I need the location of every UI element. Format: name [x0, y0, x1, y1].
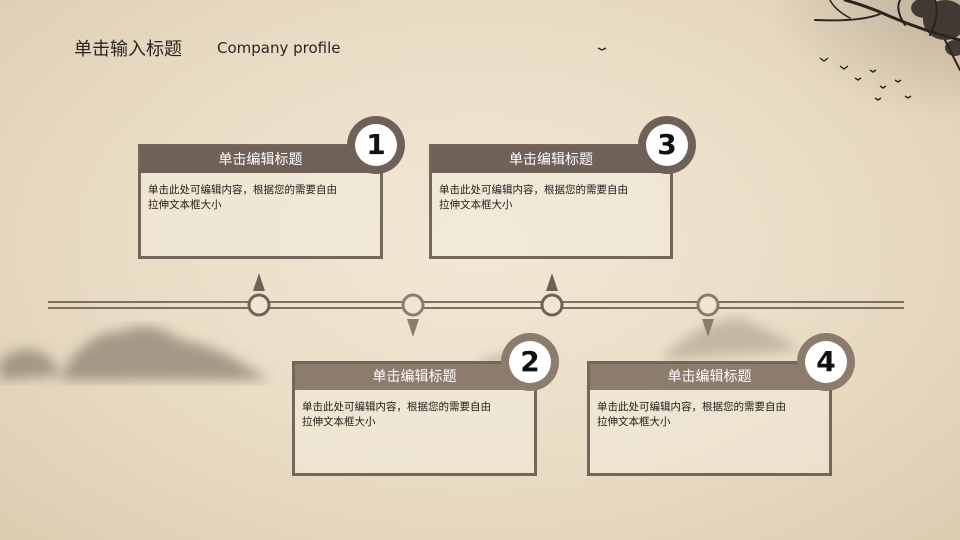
step-card-2[interactable]: 单击编辑标题 单击此处可编辑内容，根据您的需要自由 拉伸文本框大小	[292, 361, 537, 476]
step-card-heading[interactable]: 单击编辑标题	[141, 147, 380, 173]
step-card-text[interactable]: 单击此处可编辑内容，根据您的需要自由 拉伸文本框大小	[432, 173, 670, 213]
step-number-badge-4: 4	[797, 333, 855, 391]
step-number: 3	[646, 124, 688, 166]
step-card-text-line2: 拉伸文本框大小	[302, 416, 376, 428]
step-card-heading[interactable]: 单击编辑标题	[432, 147, 670, 173]
step-card-text[interactable]: 单击此处可编辑内容，根据您的需要自由 拉伸文本框大小	[141, 173, 380, 213]
step-number-badge-1: 1	[347, 116, 405, 174]
step-card-text-line2: 拉伸文本框大小	[148, 199, 222, 211]
timeline-node-4	[696, 293, 720, 337]
foliage-icon	[911, 0, 960, 56]
page-title[interactable]: 单击输入标题	[74, 39, 182, 60]
page-subtitle[interactable]: Company profile	[217, 39, 341, 57]
step-number: 1	[355, 124, 397, 166]
step-card-text-line2: 拉伸文本框大小	[439, 199, 513, 211]
mountain-mist-left	[0, 326, 270, 380]
birds-icon	[597, 47, 912, 101]
step-card-4[interactable]: 单击编辑标题 单击此处可编辑内容，根据您的需要自由 拉伸文本框大小	[587, 361, 832, 476]
corner-wash	[640, 0, 960, 200]
step-card-text-line1: 单击此处可编辑内容，根据您的需要自由	[302, 401, 491, 413]
step-card-heading[interactable]: 单击编辑标题	[590, 364, 829, 390]
step-number: 2	[509, 341, 551, 383]
step-card-text[interactable]: 单击此处可编辑内容，根据您的需要自由 拉伸文本框大小	[295, 390, 534, 430]
step-card-text-line1: 单击此处可编辑内容，根据您的需要自由	[148, 184, 337, 196]
step-number: 4	[805, 341, 847, 383]
step-card-1[interactable]: 单击编辑标题 单击此处可编辑内容，根据您的需要自由 拉伸文本框大小	[138, 144, 383, 259]
step-card-3[interactable]: 单击编辑标题 单击此处可编辑内容，根据您的需要自由 拉伸文本框大小	[429, 144, 673, 259]
timeline-node-3	[540, 273, 564, 317]
timeline	[48, 301, 904, 309]
timeline-node-1	[247, 273, 271, 317]
step-card-text-line1: 单击此处可编辑内容，根据您的需要自由	[597, 401, 786, 413]
timeline-node-2	[401, 293, 425, 337]
step-number-badge-2: 2	[501, 333, 559, 391]
step-number-badge-3: 3	[638, 116, 696, 174]
step-card-heading[interactable]: 单击编辑标题	[295, 364, 534, 390]
step-card-text[interactable]: 单击此处可编辑内容，根据您的需要自由 拉伸文本框大小	[590, 390, 829, 430]
step-card-text-line2: 拉伸文本框大小	[597, 416, 671, 428]
step-card-text-line1: 单击此处可编辑内容，根据您的需要自由	[439, 184, 628, 196]
